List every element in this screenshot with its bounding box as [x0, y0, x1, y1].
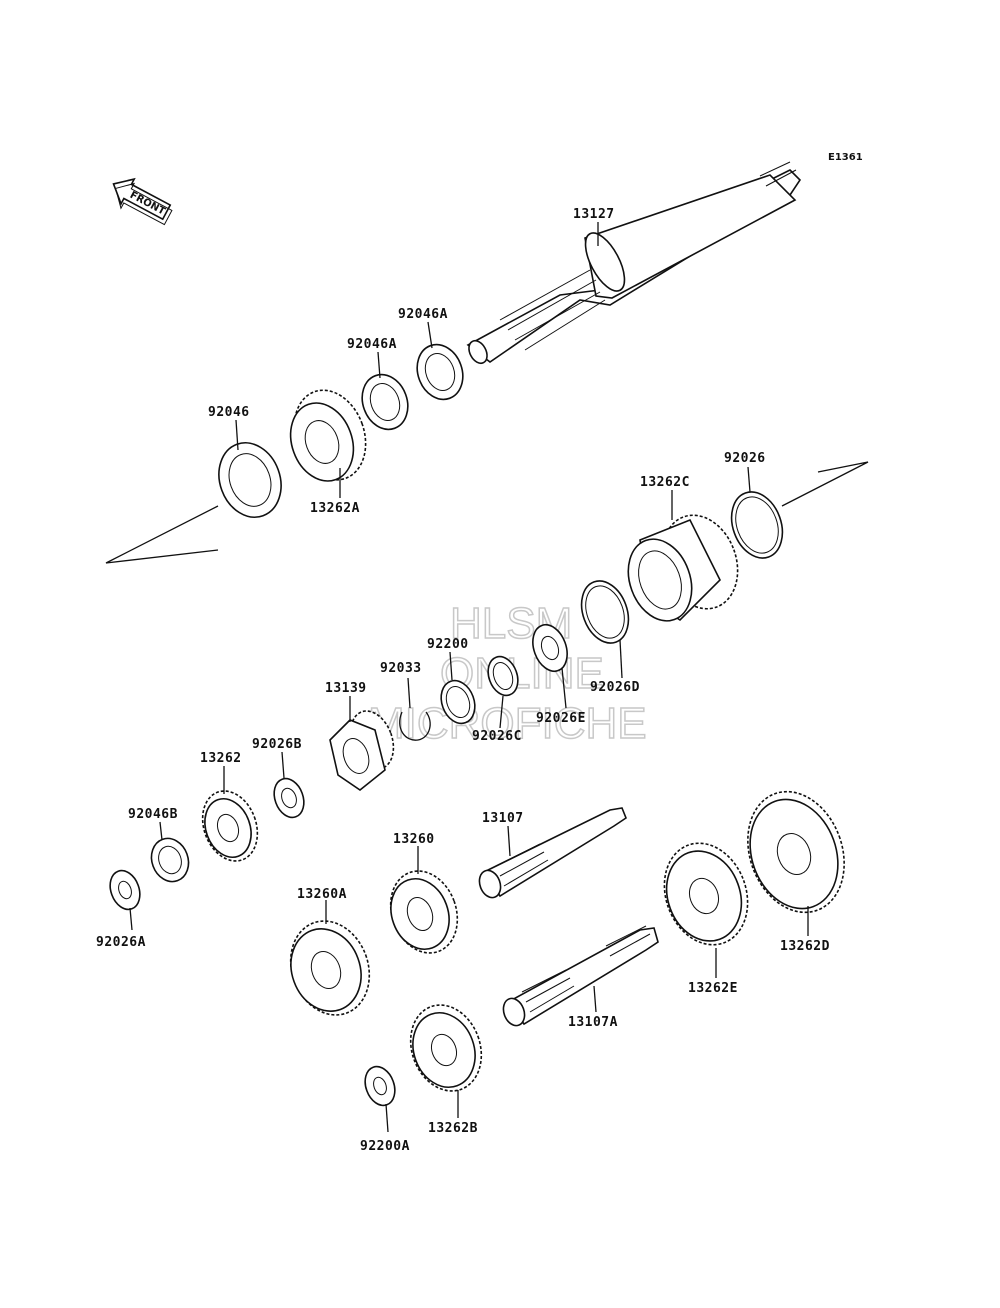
callout-13262B: 13262B [428, 1121, 478, 1136]
callout-13262A: 13262A [310, 501, 360, 516]
callout-92046: 92046 [208, 405, 250, 420]
shaft-13107 [478, 807, 627, 899]
callout-92200A: 92200A [360, 1139, 410, 1154]
callout-92026B: 92026B [252, 737, 302, 752]
callout-13127: 13127 [573, 207, 615, 222]
gear-13260A [289, 900, 371, 1016]
gear-13262A [289, 389, 367, 498]
needle-bearing-92046B [150, 821, 190, 883]
needle-bearing-92046A-mid [361, 351, 409, 431]
washer-92026A [109, 869, 141, 931]
gear-13262 [201, 766, 259, 862]
callout-13139: 13139 [325, 681, 367, 696]
axis-guide-left [105, 505, 219, 564]
gear-13260 [389, 846, 459, 954]
callout-13262D: 13262D [780, 939, 830, 954]
washer-92026E [532, 623, 568, 709]
ring-92026 [730, 466, 784, 559]
main-shaft-13127 [466, 161, 802, 365]
shaft-13107A [502, 925, 659, 1027]
callout-92026D: 92026D [590, 680, 640, 695]
washer-92200A [364, 1065, 396, 1133]
callout-92200: 92200 [427, 637, 469, 652]
callout-92026E: 92026E [536, 711, 586, 726]
needle-bearing-92046 [218, 419, 282, 518]
callout-13262: 13262 [200, 751, 242, 766]
callout-92046A-top: 92046A [398, 307, 448, 322]
axis-guide-right [781, 461, 869, 507]
callout-92046B: 92046B [128, 807, 178, 822]
callout-13107A: 13107A [568, 1015, 618, 1030]
gear-13262B [409, 1004, 483, 1118]
callout-13262E: 13262E [688, 981, 738, 996]
circlip-92033 [399, 677, 431, 741]
callout-13262C: 13262C [640, 475, 690, 490]
washer-92026C [487, 655, 519, 729]
needle-bearing-92046A-top [416, 321, 464, 401]
callout-13260: 13260 [393, 832, 435, 847]
callout-13107: 13107 [482, 811, 524, 826]
ring-92026D [580, 580, 630, 679]
callout-92046A-mid: 92046A [347, 337, 397, 352]
diagram-code: E1361 [828, 152, 863, 163]
washer-92026B [273, 751, 305, 819]
gear-13262C [627, 490, 739, 622]
ring-92200 [440, 651, 476, 725]
callout-92033: 92033 [380, 661, 422, 676]
gear-13262D [747, 790, 845, 936]
callout-92026C: 92026C [472, 729, 522, 744]
gear-13262E [663, 842, 749, 978]
gear-13139 [329, 696, 395, 791]
front-arrow-icon: FRONT [112, 177, 173, 226]
callout-92026: 92026 [724, 451, 766, 466]
callout-92026A: 92026A [96, 935, 146, 950]
callout-13260A: 13260A [297, 887, 347, 902]
